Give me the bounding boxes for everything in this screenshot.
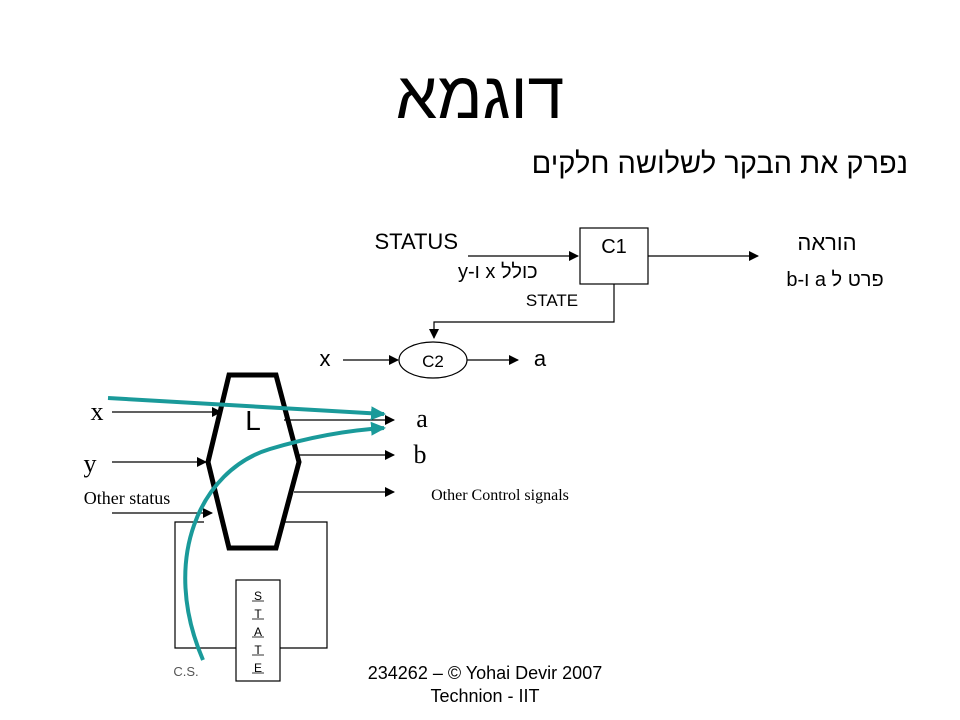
state-feedback-line (429, 284, 615, 339)
footer-line-2: Technion - IIT (430, 686, 540, 706)
logic-block-label: L (245, 405, 261, 436)
state-label: STATE (526, 291, 578, 310)
slide-subtitle: נפרק את הבקר לשלושה חלקים (531, 148, 908, 180)
output-other-label: Other Control signals (431, 487, 569, 504)
status-sub-label: כולל x ו-y (458, 261, 538, 283)
status-label: STATUS (374, 229, 458, 254)
slide-title: דוגמא (395, 58, 565, 132)
c2-label: C2 (422, 352, 444, 371)
input-x-label: x (91, 397, 104, 426)
state-loop-left (174, 521, 236, 649)
c1-label: C1 (601, 236, 627, 258)
highlight-arrow-state-to-a (183, 421, 386, 661)
state-register-letters: S T A T E (254, 589, 262, 675)
state-loop-right (280, 521, 328, 649)
output-sub-label: פרט ל a ו-b (786, 269, 883, 291)
state-letter: A (254, 625, 262, 639)
state-letter: E (254, 661, 262, 675)
highlight-arrow-x-to-a (107, 396, 386, 421)
cs-label: C.S. (173, 664, 198, 679)
state-register-box (235, 579, 281, 682)
state-letter: S (254, 589, 262, 603)
input-y-label: y (84, 449, 97, 478)
output-label: הוראה (797, 230, 856, 255)
slide-footer: 234262 – © Yohai Devir 2007 Technion - I… (340, 662, 630, 708)
output-a-label: a (416, 404, 428, 433)
input-other-label: Other status (84, 488, 170, 508)
state-letter: T (254, 607, 262, 621)
output-b-label: b (414, 440, 427, 469)
c2-output-label: a (534, 346, 547, 371)
c2-input-label: x (320, 346, 331, 371)
logic-block-l (205, 372, 302, 551)
state-letter: T (254, 643, 262, 657)
footer-line-1: 234262 – © Yohai Devir 2007 (367, 663, 603, 683)
